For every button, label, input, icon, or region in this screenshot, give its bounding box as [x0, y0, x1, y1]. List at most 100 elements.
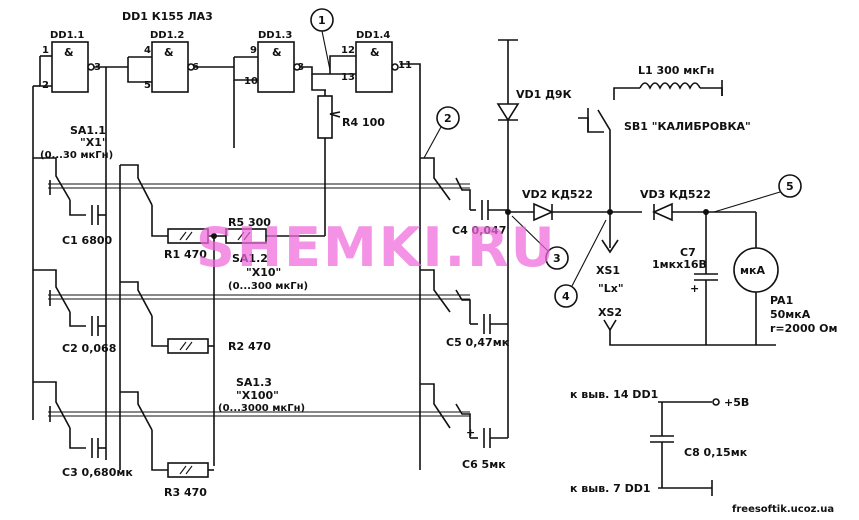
vd3-label: VD3 КД522	[640, 188, 711, 201]
gate-dd1-4-pin-a: 12	[341, 45, 355, 56]
pin7-label: к выв. 7 DD1	[570, 482, 651, 495]
gate-dd1-1-pin-a: 1	[42, 45, 49, 56]
r3-label: R3 470	[164, 486, 207, 499]
vcc-label: +5В	[724, 396, 749, 409]
sa1-1-name: SA1.1	[70, 124, 106, 137]
sb1-label: SB1 "КАЛИБРОВКА"	[624, 120, 751, 133]
test-point-3: 3	[511, 215, 569, 270]
switch-sa1-1-label: SA1.1 "X1" (0...30 мкГн)	[40, 124, 113, 161]
sa1-3-range: (0...3000 мкГн)	[218, 403, 305, 414]
test-point-2-label: 2	[444, 112, 452, 125]
gate-dd1-2: DD1.2 & 4 5 6	[144, 30, 199, 93]
chip-title: DD1 К155 ЛА3	[122, 10, 213, 23]
sa1-1-range: (0...30 мкГн)	[40, 150, 113, 161]
test-point-2: 2	[423, 106, 460, 159]
r4-label: R4 100	[342, 116, 385, 129]
switch-sa1-2-contacts	[119, 164, 168, 471]
c7-plus: +	[690, 282, 699, 295]
switch-sa1-3-label: SA1.3 "X100" (0...3000 мкГн)	[218, 376, 305, 414]
resistor-r1: R1 470	[164, 228, 209, 261]
gate-dd1-2-label: DD1.2	[150, 30, 184, 41]
gate-dd1-1: DD1.1 & 1 2 3	[42, 30, 101, 93]
gate-dd1-4-inverter	[391, 63, 399, 71]
vd1-label: VD1 Д9К	[516, 88, 572, 101]
l1-label: L1 300 мкГн	[638, 64, 714, 77]
sa1-3-name: SA1.3	[236, 376, 272, 389]
c8-label: C8 0,15мк	[684, 446, 748, 459]
c2-label: C2 0,068	[62, 342, 116, 355]
gate-dd1-2-pin-b: 5	[144, 80, 151, 91]
diode-vd1: VD1 Д9К	[496, 39, 572, 438]
gate-dd1-2-pin-a: 4	[144, 45, 151, 56]
c7-label: C7	[680, 246, 696, 259]
resistor-r2: R2 470	[167, 338, 271, 354]
test-point-5-label: 5	[786, 180, 794, 193]
diode-vd2: VD2 КД522	[508, 188, 642, 222]
vd2-label: VD2 КД522	[522, 188, 593, 201]
r2-label: R2 470	[228, 340, 271, 353]
test-point-1-label: 1	[318, 14, 326, 27]
capacitor-c7: + C7 1мкх16В	[652, 212, 718, 345]
gate-dd1-4: DD1.4 & 12 13 11	[341, 30, 412, 93]
gate-dd1-4-label: DD1.4	[356, 30, 390, 41]
gate-dd1-3-pin-a: 9	[250, 45, 257, 56]
gate-chain-wires	[32, 55, 421, 460]
r5-label: R5 300	[228, 216, 271, 229]
c6-plus: +	[466, 426, 475, 439]
connector-xs2: XS2	[598, 306, 776, 346]
power-section: к выв. 14 DD1 к выв. 7 DD1 +5В C8 0,15мк	[570, 388, 749, 496]
test-point-5: 5	[713, 174, 802, 213]
junction-vd2	[505, 209, 511, 215]
sa1-2-name: SA1.2	[232, 252, 268, 265]
pin14-label: к выв. 14 DD1	[570, 388, 658, 401]
switch-sa1-1-contacts	[33, 157, 106, 458]
gate-dd1-3-symbol: &	[272, 46, 282, 59]
pa1-current: 50мкА	[770, 308, 811, 321]
gate-dd1-2-inverter	[187, 63, 195, 71]
pa1-symbol: мкА	[740, 264, 765, 277]
c4-label: C4 0,047	[452, 224, 506, 237]
gate-dd1-1-label: DD1.1	[50, 30, 84, 41]
gate-dd1-1-symbol: &	[64, 46, 74, 59]
pa1-resistance: r=2000 Ом	[770, 322, 837, 335]
switch-output-contacts	[419, 157, 508, 470]
test-point-4-label: 4	[562, 290, 570, 303]
meter-pa1: мкА PA1 50мкА r=2000 Ом	[733, 212, 837, 345]
site-credit: freesoftik.ucoz.ua	[732, 504, 834, 515]
lx-label: "Lx"	[598, 282, 624, 295]
sa1-2-mult: "X10"	[246, 266, 281, 279]
c5-label: C5 0,47мк	[446, 336, 510, 349]
sa1-3-mult: "X100"	[236, 389, 279, 402]
test-point-3-label: 3	[553, 252, 561, 265]
gate-dd1-3-label: DD1.3	[258, 30, 292, 41]
gate-dd1-3-inverter	[293, 63, 301, 71]
gate-dd1-4-pin-out: 11	[398, 60, 412, 71]
resistor-r4: R4 100	[311, 74, 385, 236]
gate-dd1-2-symbol: &	[164, 46, 174, 59]
test-point-1: 1	[310, 8, 334, 71]
xs1-label: XS1	[596, 264, 620, 277]
pa1-name: PA1	[770, 294, 793, 307]
watermark: SHEMKI.RU	[196, 216, 557, 279]
switch-sa1-2-label: SA1.2 "X10" (0...300 мкГн)	[228, 252, 308, 292]
c3-label: C3 0,680мк	[62, 466, 133, 479]
gate-dd1-3: DD1.3 & 9 10 8	[244, 30, 304, 93]
resistor-r3: R3 470	[164, 462, 214, 499]
connector-xs1: XS1 "Lx"	[596, 212, 624, 295]
inductor-l1: L1 300 мкГн	[597, 64, 723, 212]
c6-label: C6 5мк	[462, 458, 506, 471]
xs2-label: XS2	[598, 306, 622, 319]
gate-dd1-1-inverter	[87, 63, 95, 71]
gate-dd1-3-pin-b: 10	[244, 76, 258, 87]
gate-dd1-4-pin-b: 13	[341, 72, 355, 83]
sa1-2-range: (0...300 мкГн)	[228, 281, 308, 292]
gate-dd1-4-symbol: &	[370, 46, 380, 59]
r1-label: R1 470	[164, 248, 207, 261]
switch-bus	[48, 183, 470, 417]
button-sb1: SB1 "КАЛИБРОВКА"	[578, 108, 751, 133]
test-point-4: 4	[554, 219, 607, 308]
sa1-1-mult: "X1"	[80, 136, 108, 149]
c1-label: C1 6800	[62, 234, 113, 247]
